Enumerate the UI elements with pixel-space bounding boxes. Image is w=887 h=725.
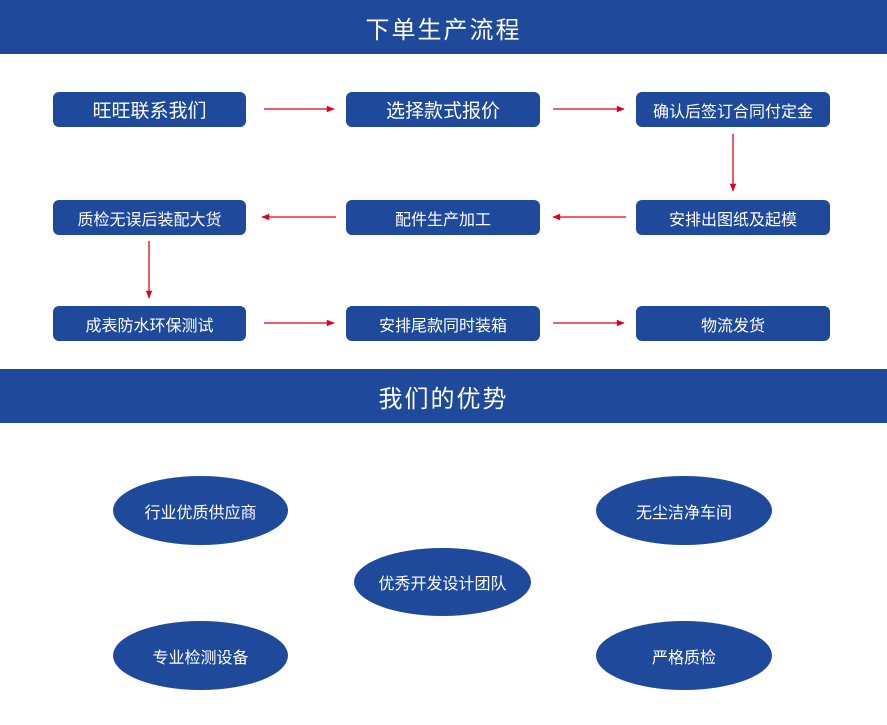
process-section-banner: 下单生产流程 — [0, 0, 887, 54]
advantage-label: 优秀开发设计团队 — [378, 574, 507, 593]
step-final-payment-packing: 安排尾款同时装箱 — [346, 306, 540, 341]
advantage-label: 严格质检 — [651, 647, 716, 667]
advantage-dust-free-workshop: 无尘洁净车间 — [596, 476, 772, 545]
advantage-label: 专业检测设备 — [152, 647, 249, 667]
step-label: 旺旺联系我们 — [92, 100, 207, 122]
step-logistics-shipping: 物流发货 — [636, 306, 830, 341]
advantage-label: 无尘洁净车间 — [635, 502, 732, 522]
step-label: 成表防水环保测试 — [85, 315, 214, 335]
step-sign-contract-deposit: 确认后签订合同付定金 — [636, 92, 830, 127]
step-label: 确认后签订合同付定金 — [652, 101, 813, 121]
step-label: 安排尾款同时装箱 — [378, 315, 507, 335]
step-contact-us: 旺旺联系我们 — [53, 92, 246, 127]
step-drawings-molding: 安排出图纸及起模 — [636, 200, 830, 235]
step-label: 物流发货 — [700, 315, 765, 335]
step-label: 配件生产加工 — [394, 209, 491, 229]
step-qc-assemble-bulk: 质检无误后装配大货 — [53, 200, 246, 235]
advantage-design-team: 优秀开发设计团队 — [354, 548, 531, 616]
advantage-label: 行业优质供应商 — [144, 502, 257, 522]
step-waterproof-eco-test: 成表防水环保测试 — [53, 306, 246, 341]
step-label: 质检无误后装配大货 — [77, 209, 222, 229]
step-label: 安排出图纸及起模 — [668, 209, 797, 229]
advantages-section-title: 我们的优势 — [378, 384, 509, 413]
step-select-style-quote: 选择款式报价 — [346, 92, 540, 127]
advantage-testing-equipment: 专业检测设备 — [113, 621, 288, 690]
advantage-strict-qc: 严格质检 — [596, 621, 772, 690]
advantage-quality-supplier: 行业优质供应商 — [113, 476, 288, 545]
step-label: 选择款式报价 — [385, 100, 500, 122]
advantages-section-banner: 我们的优势 — [0, 369, 887, 423]
step-parts-production: 配件生产加工 — [346, 200, 540, 235]
process-section-title: 下单生产流程 — [365, 15, 522, 44]
